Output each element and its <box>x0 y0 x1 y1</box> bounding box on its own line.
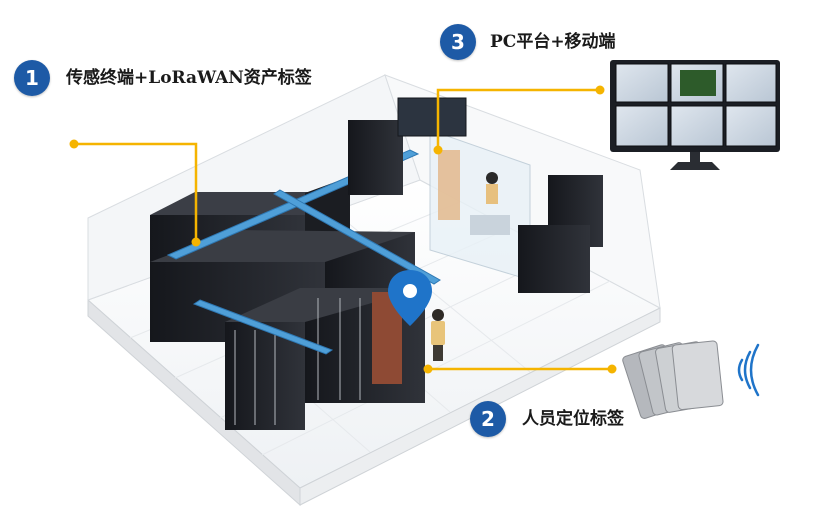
operator-head <box>486 172 498 184</box>
wireless-signal-icon <box>737 343 760 397</box>
monitor-cluster <box>610 60 780 170</box>
tracked-person <box>431 309 445 361</box>
personnel-tag-cards <box>622 340 724 419</box>
callout-2-label: 人员定位标签 <box>522 409 624 429</box>
callout-3-label: PC平台+移动端 <box>490 32 616 52</box>
callout-3-badge: 3 <box>440 24 476 60</box>
location-pin-icon <box>388 270 432 326</box>
rack-standalone <box>348 120 403 195</box>
operator-body <box>486 184 498 204</box>
callout-1-badge: 1 <box>14 60 50 96</box>
monitoring-screen-wall <box>397 97 467 137</box>
callout-2-badge: 2 <box>470 401 506 437</box>
leader-lines <box>74 88 612 371</box>
leader-dots <box>69 85 617 374</box>
leader-line-1 <box>74 142 198 242</box>
leader-line-3 <box>436 88 600 150</box>
rack-right-front <box>518 225 590 293</box>
callout-1-label: 传感终端+LoRaWAN资产标签 <box>66 68 312 88</box>
operator-desk <box>470 215 510 235</box>
office-door <box>438 150 460 220</box>
